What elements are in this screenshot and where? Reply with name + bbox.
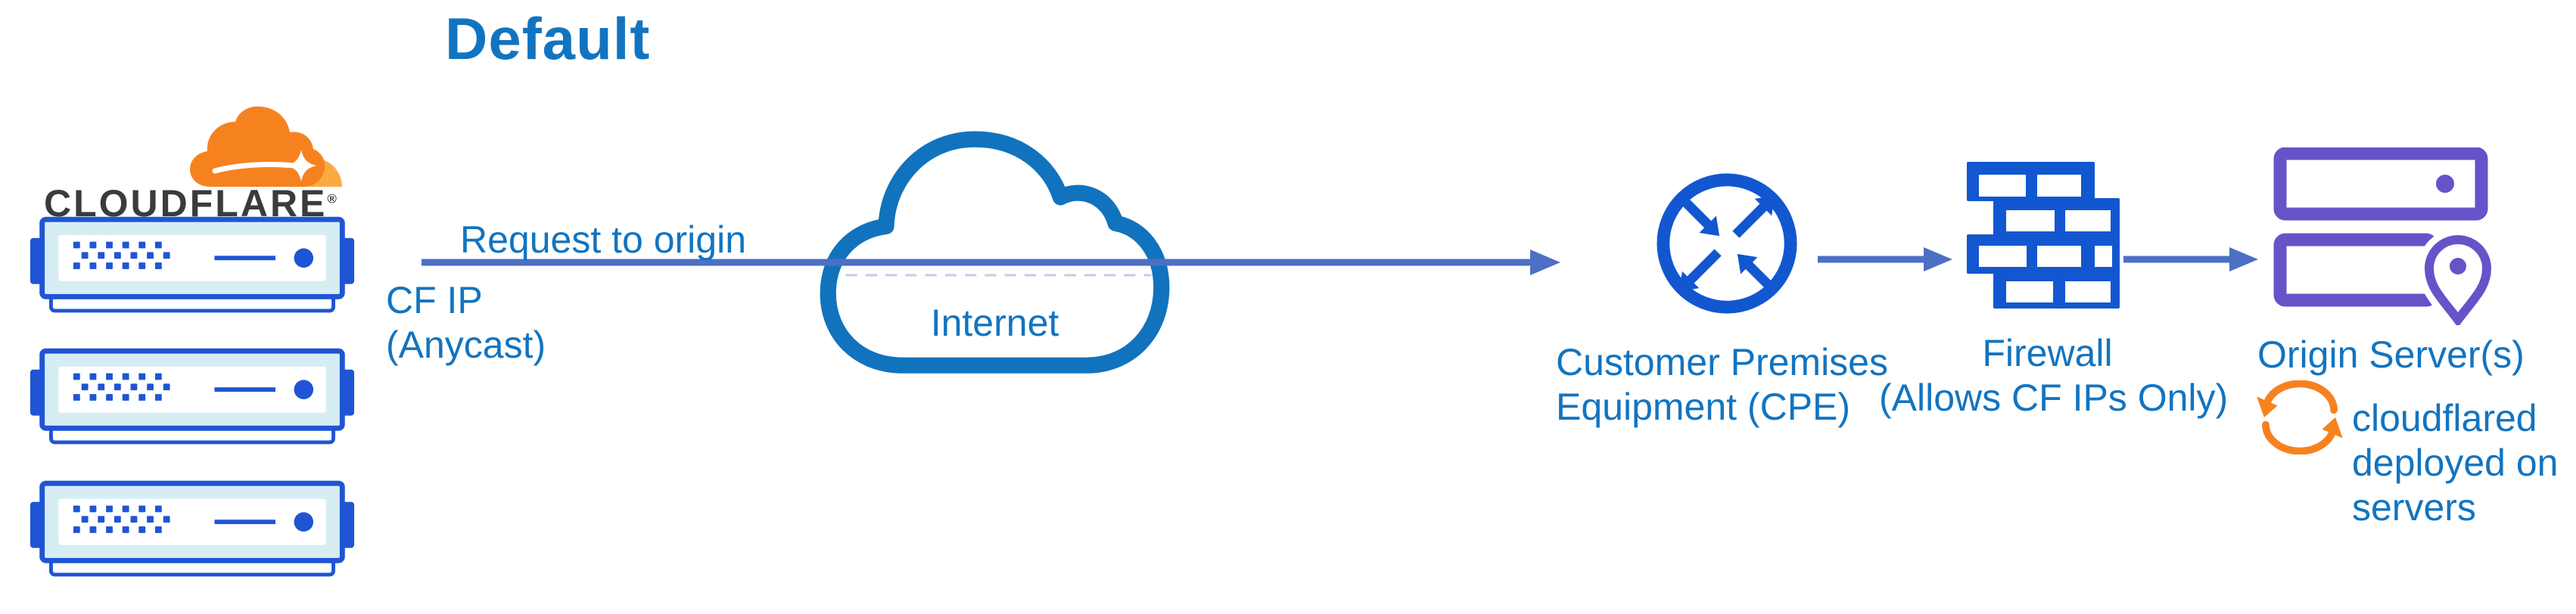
cloudflare-server-icon [29, 348, 356, 448]
location-pin-icon [2417, 228, 2492, 325]
cloudflare-server-icon [29, 216, 356, 316]
origin-servers-label: Origin Server(s) [2257, 333, 2525, 376]
cpe-to-firewall-arrowhead [1924, 247, 1952, 271]
server-vent-dots [73, 373, 170, 401]
server-power-light [294, 380, 314, 399]
cloudflare-logo-cloud-shape [190, 106, 325, 187]
firewall-label: Firewall (Allows CF IPs Only) [1879, 332, 2229, 419]
internet-cloud-icon [811, 110, 1178, 374]
server-vent-dots [73, 505, 170, 533]
diagram-title: Default [445, 5, 651, 72]
server-power-light [294, 512, 314, 532]
server-power-light [2436, 175, 2454, 193]
server-vent-dots [73, 241, 170, 269]
internet-label: Internet [930, 302, 1059, 344]
cpe-router-icon [1652, 169, 1802, 318]
firewall-bricks [1979, 175, 2112, 302]
sync-arrows-icon [2255, 380, 2344, 454]
firewall-to-origin-arrowhead [2229, 247, 2258, 271]
main-request-arrowhead [1530, 250, 1560, 275]
cloudflare-logo-flare [286, 150, 316, 181]
origin-servers-icon [2273, 147, 2492, 325]
server-power-light [294, 248, 314, 268]
cf-ip-anycast-label: CF IP (Anycast) [386, 279, 546, 366]
cloudflared-note: cloudflared deployed on servers [2352, 397, 2559, 529]
firewall-icon [1957, 154, 2120, 309]
cloudflare-server-icon [29, 480, 356, 580]
cpe-label: Customer Premises Equipment (CPE) [1556, 341, 1888, 428]
request-to-origin-label: Request to origin [460, 219, 747, 261]
registered-trademark: ® [327, 191, 339, 206]
cloudflare-logo-icon [188, 106, 347, 189]
